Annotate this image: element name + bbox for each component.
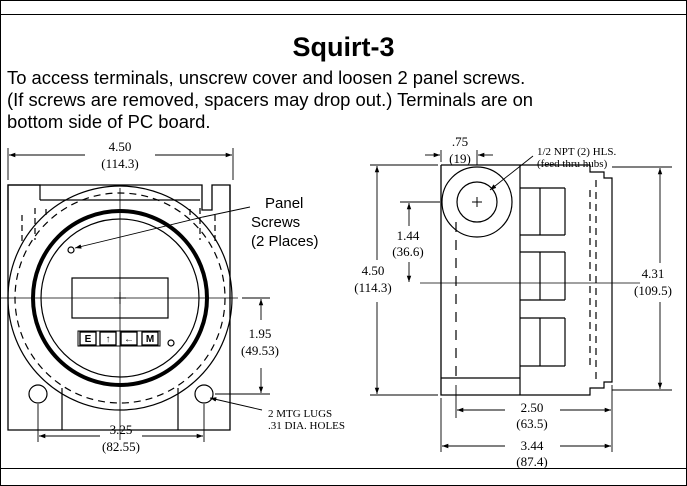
button-left-outline [120,331,138,346]
top-rule [0,14,687,15]
front-top-bracket [7,184,231,210]
front-view [0,184,238,440]
panel-screws-label-line-2: Screws [251,214,300,231]
front-lug-spacing-dim-mm: (82.55) [102,439,140,454]
side-hub-center-cross [472,197,482,207]
panel-screws-label-line-1: Panel [265,195,303,212]
panel-screw-right [167,339,175,347]
side-cover-dashed [589,180,597,380]
button-m: M [146,334,154,345]
side-cover-fins [520,187,566,367]
description-line-3: bottom side of PC board. [7,111,211,132]
side-height-dim: 4.50 [362,263,385,278]
mtg-lug-hole-right [194,384,214,404]
front-housing-outline [7,184,231,431]
front-width-dim: 4.50 [109,139,132,154]
side-right-height-dim: 4.31 [642,266,665,281]
front-height-dim: 1.95 [249,326,272,341]
front-center-cross [114,292,126,304]
button-up-outline [99,331,117,346]
side-height-dim-mm: (114.3) [354,280,391,295]
npt-label-line-1: 1/2 NPT (2) HLS. [537,146,616,158]
description-line-1: To access terminals, unscrew cover and l… [7,67,526,88]
button-e: E [85,334,92,345]
button-up: ↑ [106,334,111,345]
side-hub-offset-dim: .75 [452,134,468,149]
side-body-width-dim-mm: (63.5) [516,416,547,431]
mtg-lugs-leader [209,397,263,411]
page-title: Squirt-3 [292,32,395,62]
side-overall-width-dim-mm: (87.4) [516,454,547,469]
keypad: E ↑ ← M [79,331,159,346]
panel-screws-leader [74,206,251,249]
bottom-rule [0,468,687,469]
front-lug-spacing-dim: 3.25 [110,422,133,437]
side-hub-outer [441,166,513,238]
side-hub-offset-dim-mm: (19) [449,151,471,166]
front-dimensions [7,148,270,442]
keypad-outline [77,330,161,347]
button-left: ← [124,334,134,345]
side-view [420,164,640,396]
mtg-lugs-label-line-2: .31 DIA. HOLES [268,420,345,432]
front-base [61,388,179,430]
button-e-outline [79,331,97,346]
npt-leader [489,155,534,191]
button-m-outline [141,331,159,346]
side-hub-height-dim: 1.44 [397,228,420,243]
side-hub-height-dim-mm: (36.6) [392,244,423,259]
side-dimensions [370,150,672,452]
side-hub-inner [456,181,498,223]
front-width-dim-mm: (114.3) [101,156,138,171]
npt-label-line-2: (feed thru hubs) [537,158,608,170]
description-line-2: (If screws are removed, spacers may drop… [7,89,534,110]
mtg-lug-hole-left [28,384,48,404]
side-body-outline [440,164,520,396]
front-height-dim-mm: (49.53) [241,343,279,358]
panel-screws-label-line-3: (2 Places) [251,233,319,250]
side-cover-profile [519,164,613,396]
side-overall-width-dim: 3.44 [521,438,544,453]
side-body-width-dim: 2.50 [521,400,544,415]
mtg-lugs-label-line-1: 2 MTG LUGS [268,408,332,420]
panel-screw-left [67,246,75,254]
front-dashed-bracket [21,205,216,245]
side-right-height-dim-mm: (109.5) [634,283,672,298]
